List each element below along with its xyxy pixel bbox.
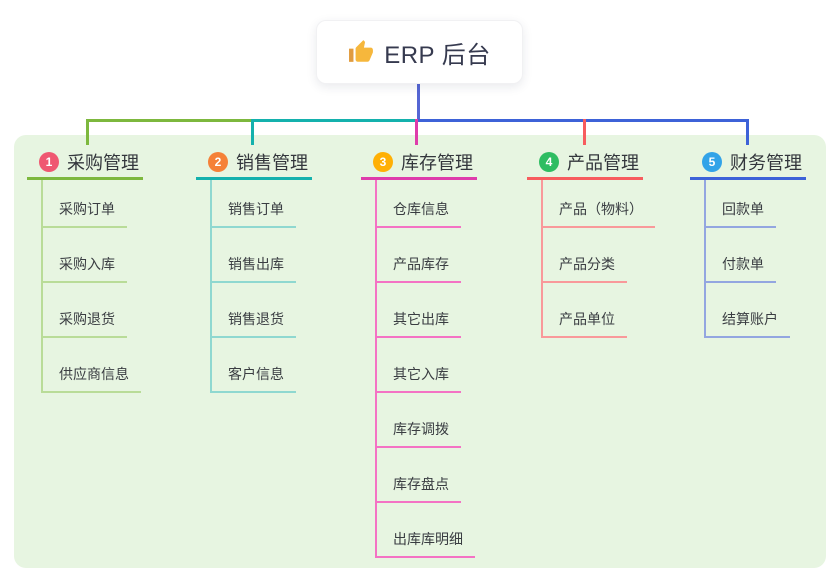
child-item-label: 产品（物料） [543,199,655,228]
branch-title[interactable]: 3 库存管理 [361,147,477,180]
branch-children: 采购订单采购入库采购退货供应商信息 [41,180,141,393]
child-item-label: 付款单 [706,254,776,283]
branch-number-badge: 1 [39,152,59,172]
connector-line [251,119,254,145]
connector-line [583,119,586,145]
connector-line [415,119,418,145]
child-item-label: 产品库存 [377,254,461,283]
connector-line [746,119,749,145]
child-item[interactable]: 付款单 [704,228,790,283]
child-item[interactable]: 采购退货 [41,283,141,338]
child-item-label: 库存盘点 [377,474,461,503]
child-item[interactable]: 仓库信息 [375,180,475,228]
child-item-label: 其它入库 [377,364,461,393]
branch-children: 回款单付款单结算账户 [704,180,790,338]
connector-line [86,119,254,122]
child-item[interactable]: 销售订单 [210,180,296,228]
child-item[interactable]: 采购订单 [41,180,141,228]
connector-line [417,84,420,122]
child-item-label: 采购退货 [43,309,127,338]
child-item-label: 回款单 [706,199,776,228]
child-item-label: 仓库信息 [377,199,461,228]
child-item[interactable]: 结算账户 [704,283,790,338]
child-item[interactable]: 库存调拨 [375,393,475,448]
branch-number-badge: 3 [373,152,393,172]
branch-children: 仓库信息产品库存其它出库其它入库库存调拨库存盘点出库库明细 [375,180,475,558]
child-item[interactable]: 销售出库 [210,228,296,283]
child-item[interactable]: 产品（物料） [541,180,655,228]
child-item-label: 销售出库 [212,254,296,283]
root-node[interactable]: ERP 后台 [316,20,523,84]
child-item[interactable]: 产品单位 [541,283,655,338]
root-node-label: ERP 后台 [384,41,491,69]
branches-panel [14,135,826,568]
branch-children: 销售订单销售出库销售退货客户信息 [210,180,296,393]
branch-title[interactable]: 4 产品管理 [527,147,643,180]
child-item[interactable]: 其它入库 [375,338,475,393]
branch-title[interactable]: 5 财务管理 [690,147,806,180]
branch-label: 财务管理 [730,153,802,173]
child-item[interactable]: 出库库明细 [375,503,475,558]
branch-label: 库存管理 [401,153,473,173]
child-item-label: 客户信息 [212,364,296,393]
child-item[interactable]: 供应商信息 [41,338,141,393]
branch-number-badge: 5 [702,152,722,172]
connector-line [254,119,418,122]
child-item-label: 库存调拨 [377,419,461,448]
child-item-label: 采购订单 [43,199,127,228]
child-item-label: 采购入库 [43,254,127,283]
child-item[interactable]: 采购入库 [41,228,141,283]
child-item[interactable]: 库存盘点 [375,448,475,503]
child-item[interactable]: 回款单 [704,180,790,228]
child-item[interactable]: 销售退货 [210,283,296,338]
child-item[interactable]: 其它出库 [375,283,475,338]
child-item-label: 其它出库 [377,309,461,338]
child-item-label: 销售订单 [212,199,296,228]
branch-number-badge: 2 [208,152,228,172]
child-item-label: 出库库明细 [377,529,475,558]
child-item-label: 供应商信息 [43,364,141,393]
branch-number-badge: 4 [539,152,559,172]
child-item-label: 产品分类 [543,254,627,283]
branch-title[interactable]: 1 采购管理 [27,147,143,180]
branch-label: 采购管理 [67,153,139,173]
child-item[interactable]: 客户信息 [210,338,296,393]
child-item-label: 销售退货 [212,309,296,338]
branch-children: 产品（物料） 产品分类产品单位 [541,180,655,338]
child-item-label: 结算账户 [706,309,790,338]
child-item[interactable]: 产品库存 [375,228,475,283]
branch-title[interactable]: 2 销售管理 [196,147,312,180]
child-item-label: 产品单位 [543,309,627,338]
branch-label: 销售管理 [236,153,308,173]
thumbs-up-icon [348,39,374,65]
child-item[interactable]: 产品分类 [541,228,655,283]
connector-line [86,119,89,145]
branch-label: 产品管理 [567,153,639,173]
